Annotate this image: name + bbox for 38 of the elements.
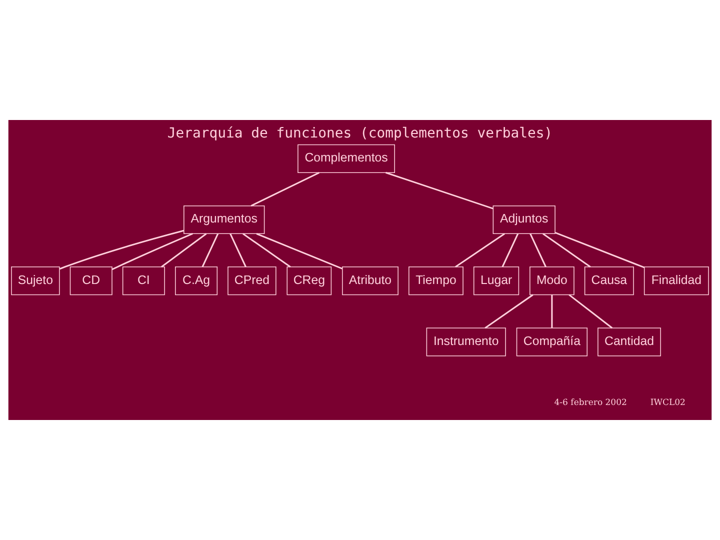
node-box: Instrumento [426, 328, 506, 356]
node-box: Argumentos [184, 205, 265, 234]
node-box: CD [70, 266, 112, 296]
node-box: Sujeto [11, 266, 60, 296]
connector [455, 233, 505, 268]
connector [161, 233, 207, 268]
connector [59, 230, 184, 270]
connector [530, 233, 546, 268]
connector [542, 233, 591, 268]
node-box: CI [122, 266, 165, 296]
node-box: C.Ag [175, 266, 218, 296]
connector [112, 232, 193, 270]
connector [230, 233, 246, 268]
node-box: CPred [228, 266, 276, 296]
connector [256, 233, 343, 270]
connector [386, 172, 494, 210]
node-box: Causa [584, 266, 634, 296]
connector [250, 172, 320, 206]
connector [502, 233, 519, 268]
node-box: Tiempo [408, 266, 464, 296]
node-box: Cantidad [598, 328, 661, 356]
node-box: Compañía [516, 328, 588, 356]
node-box: Modo [530, 266, 574, 296]
node-box: Finalidad [644, 266, 709, 296]
connector [551, 294, 553, 328]
connector [202, 233, 219, 268]
node-box: Adjuntos [492, 205, 556, 234]
connector [568, 294, 613, 329]
label: IWCL02 [650, 398, 686, 408]
node-box: Atributo [342, 266, 398, 296]
connector [555, 232, 644, 268]
connector [242, 233, 291, 268]
node-box: Lugar [473, 266, 520, 296]
node-box: CReg [286, 266, 332, 296]
connector [484, 294, 534, 329]
label: 4-6 febrero 2002 [554, 398, 627, 408]
diagram-title: Jerarquía de funciones (complementos verbales) [167, 125, 553, 142]
node-box: Complementos [298, 144, 395, 173]
